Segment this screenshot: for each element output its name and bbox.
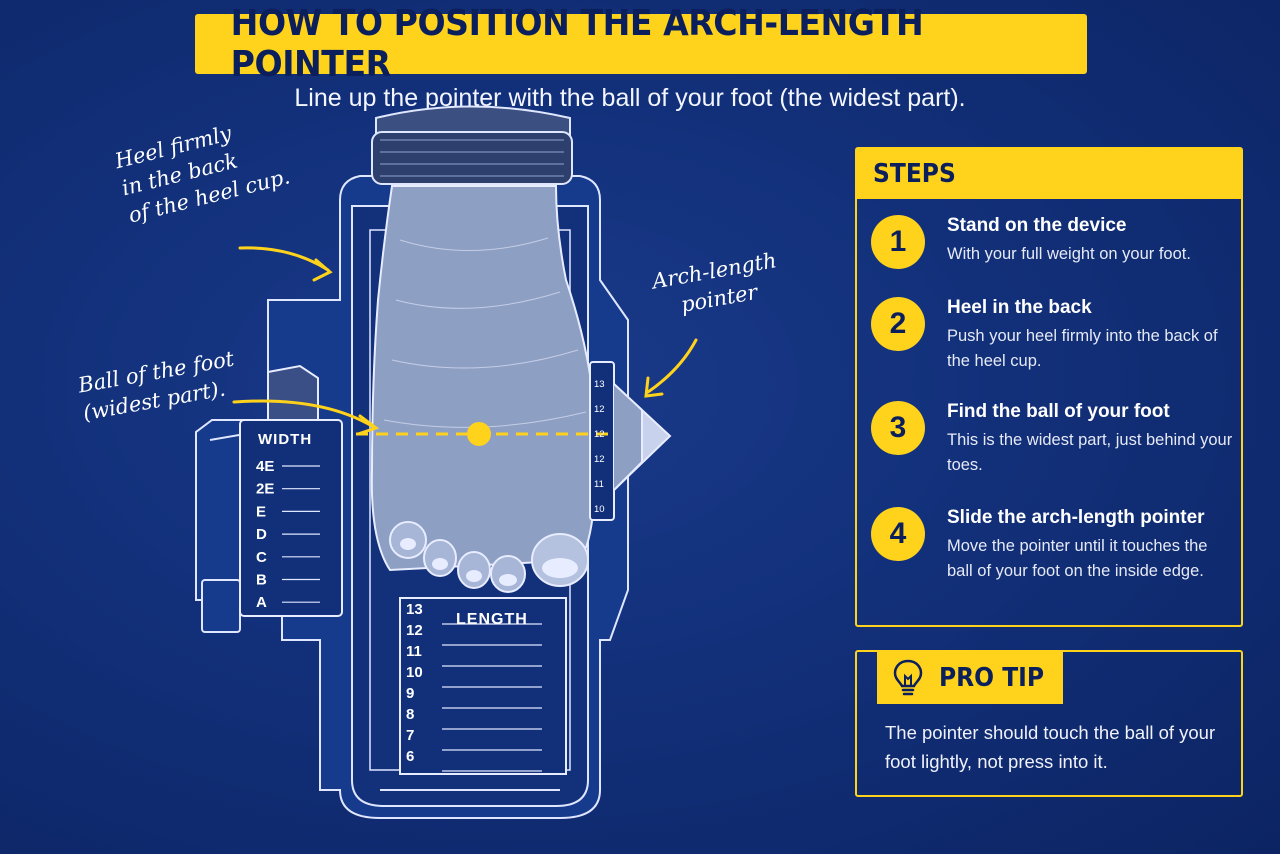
pointer-tick-label: 12 xyxy=(594,454,605,465)
step-description: Move the pointer until it touches the ba… xyxy=(947,537,1208,580)
width-tick-label: C xyxy=(256,549,267,566)
step-title: Slide the arch-length pointer xyxy=(947,507,1205,528)
width-label: WIDTH xyxy=(258,431,312,448)
page-subtitle: Line up the pointer with the ball of you… xyxy=(294,84,966,112)
step-number: 1 xyxy=(871,215,925,269)
foot xyxy=(370,185,598,593)
step-number: 3 xyxy=(871,401,925,455)
step-description: Push your heel firmly into the back of t… xyxy=(947,327,1218,370)
width-tick-label: A xyxy=(256,594,267,611)
steps-panel: STEPS 1 Stand on the device With your fu… xyxy=(855,147,1243,627)
pointer-tick-label: 10 xyxy=(594,504,605,515)
pro-tip-header: PRO TIP xyxy=(877,652,1063,704)
length-tick-label: 10 xyxy=(406,664,423,681)
lightbulb-icon xyxy=(893,659,923,696)
pro-tip-text: The pointer should touch the ball of you… xyxy=(885,722,1216,772)
step-number: 4 xyxy=(871,507,925,561)
length-tick-label: 13 xyxy=(406,601,423,618)
width-tick-label: D xyxy=(256,526,267,543)
pointer-scale: 13 12 12 12 11 10 xyxy=(594,379,605,515)
pro-tip-label: PRO TIP xyxy=(939,663,1045,693)
ball-of-foot-marker xyxy=(467,422,491,446)
length-tick-label: 8 xyxy=(406,706,414,723)
pointer-tick-label: 11 xyxy=(594,479,604,490)
pointer-tick-label: 12 xyxy=(594,404,605,415)
pointer-tick-label: 12 xyxy=(594,429,605,440)
steps-header-label: STEPS xyxy=(873,159,956,189)
pointer-tick-label: 13 xyxy=(594,379,605,390)
step-number: 2 xyxy=(871,297,925,351)
length-tick-label: 7 xyxy=(406,727,414,744)
length-tick-label: 6 xyxy=(406,748,414,765)
width-tick-label: B xyxy=(256,572,267,589)
length-tick-label: 11 xyxy=(406,643,422,660)
title-banner: HOW TO POSITION THE ARCH-LENGTH POINTER xyxy=(195,3,1087,85)
pro-tip-panel: PRO TIP The pointer should touch the bal… xyxy=(855,650,1243,797)
steps-header: STEPS xyxy=(857,149,1241,199)
length-label: LENGTH xyxy=(456,611,528,628)
width-tick-label: E xyxy=(256,503,266,520)
step-description: This is the widest part, just behind you… xyxy=(947,431,1233,474)
length-scale: 13 12 11 10 9 8 7 6 xyxy=(406,601,542,772)
step-title: Stand on the device xyxy=(947,215,1127,236)
step-title: Find the ball of your foot xyxy=(947,401,1170,422)
page-title: HOW TO POSITION THE ARCH-LENGTH POINTER xyxy=(230,3,924,85)
width-tick-label: 2E xyxy=(256,481,274,498)
width-tick-label: 4E xyxy=(256,458,274,475)
step-description: With your full weight on your foot. xyxy=(947,245,1191,263)
length-tick-label: 9 xyxy=(406,685,414,702)
step-title: Heel in the back xyxy=(947,297,1092,318)
length-tick-label: 12 xyxy=(406,622,423,639)
